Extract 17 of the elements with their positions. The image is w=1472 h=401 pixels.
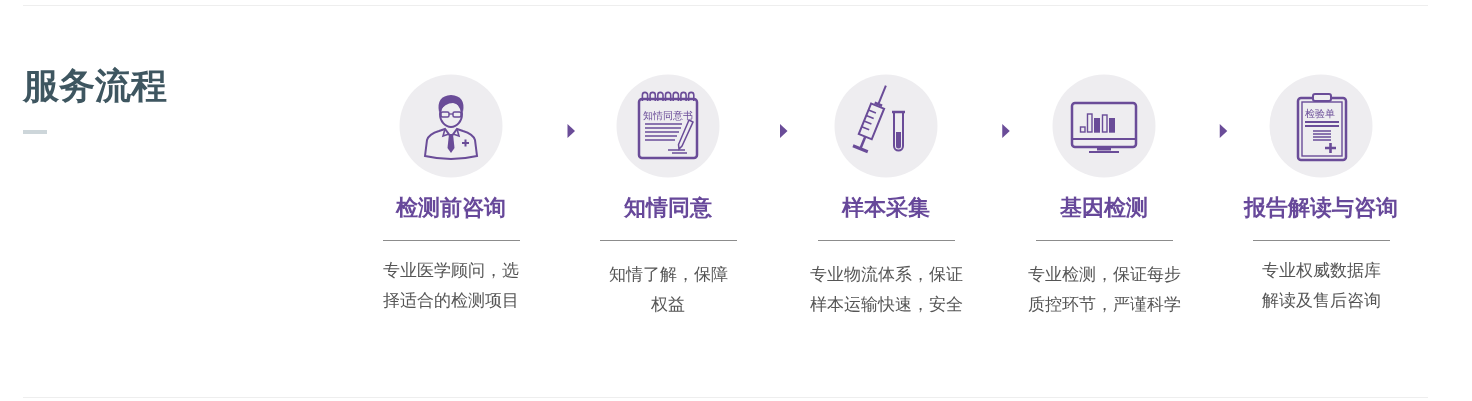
icon-caption: 检验单 [1305, 107, 1335, 119]
arrow [567, 124, 575, 138]
step-description: 专业权威数据库解读及售后咨询 [1260, 259, 1382, 312]
step-description: 专业物流体系，保证样本运输快速，安全 [808, 263, 964, 316]
step-description: 知情了解，保障权益 [607, 263, 729, 316]
step-heading: 样本采集 [842, 194, 930, 222]
arrow [1219, 124, 1228, 138]
icon-caption: 知情同意书 [643, 109, 693, 120]
section-title: 服务流程 [23, 64, 167, 108]
arrow [780, 124, 788, 138]
step-heading: 检测前咨询 [396, 194, 506, 222]
step-heading: 基因检测 [1060, 194, 1148, 222]
arrow [1002, 124, 1010, 138]
step-heading: 知情同意 [624, 194, 712, 222]
step-heading: 报告解读与咨询 [1244, 194, 1398, 222]
step-description: 专业医学顾问，选择适合的检测项目 [382, 259, 520, 312]
step-description: 专业检测，保证每步质控环节，严谨科学 [1026, 263, 1182, 316]
